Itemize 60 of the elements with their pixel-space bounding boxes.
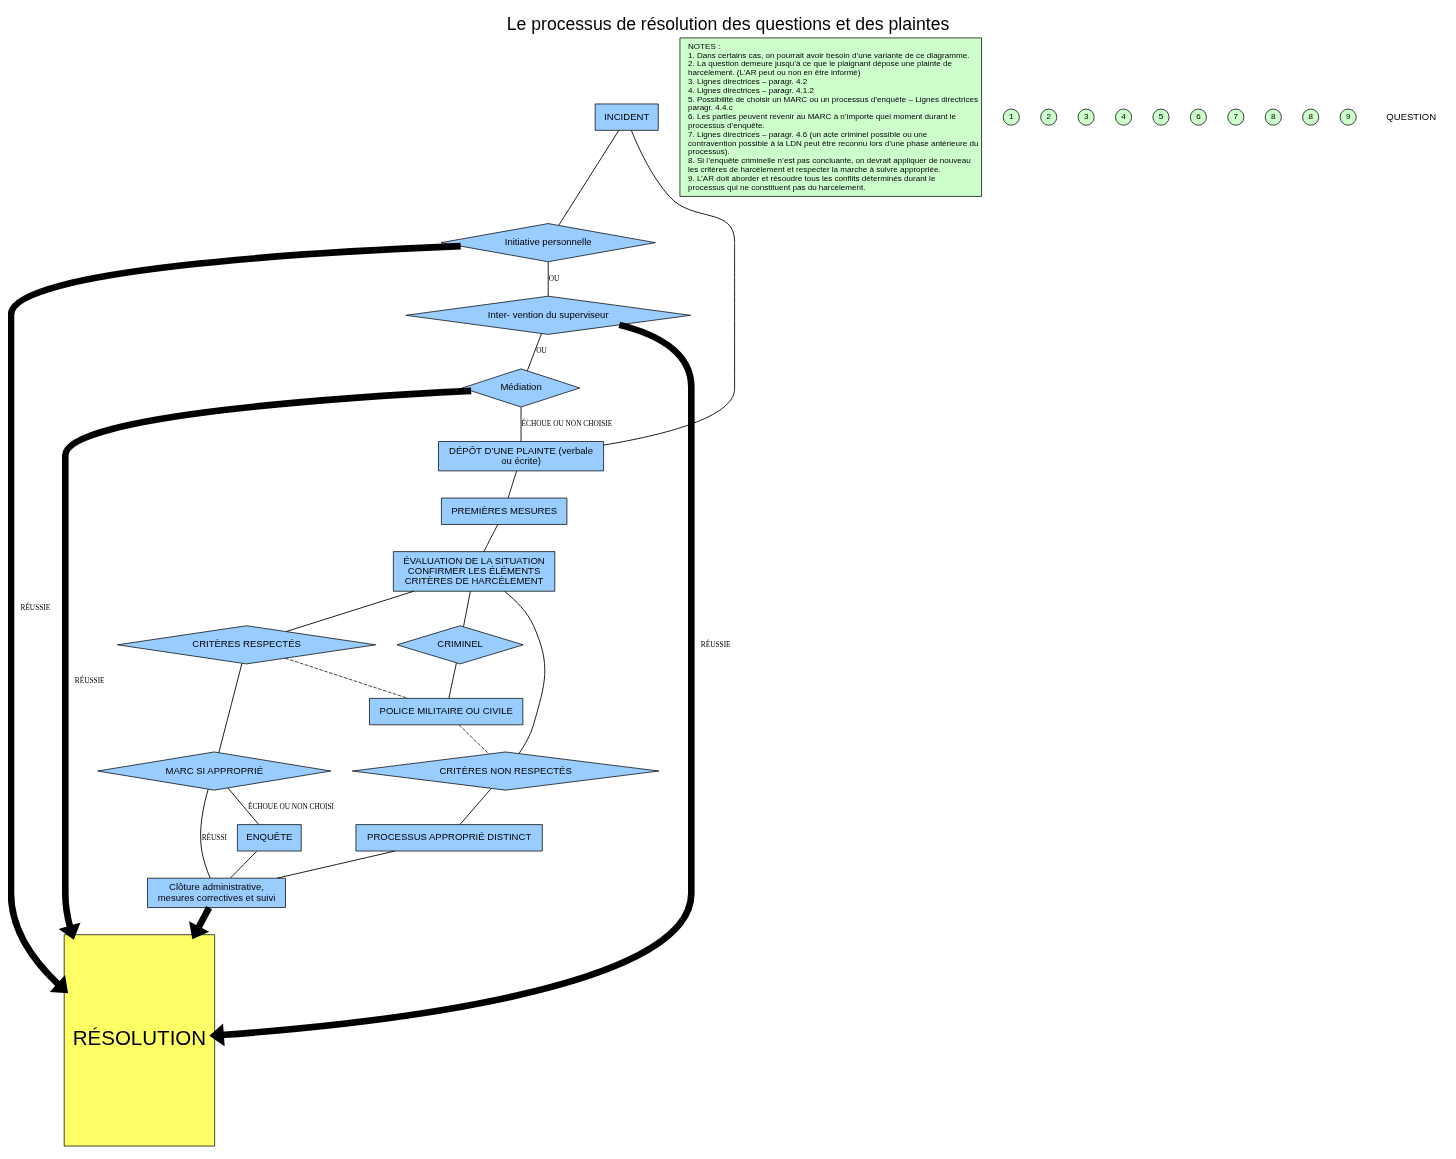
connector <box>276 850 396 879</box>
connector <box>558 130 620 226</box>
node-diamond: CRITÈRES NON RESPECTÉS <box>351 751 660 791</box>
node-circle: 8 <box>1264 108 1282 126</box>
edge-label: RÉUSSIE <box>20 603 51 613</box>
node-circle: 1 <box>1002 108 1020 126</box>
node-box: ÉVALUATION DE LA SITUATION CONFIRMER LES ÉLÉMENTS CRITÈRES DE HARCÈLEMENT <box>393 551 556 592</box>
connector <box>507 470 518 499</box>
connector <box>229 850 258 879</box>
node-circle: 7 <box>1227 108 1245 126</box>
node-circle: 5 <box>1152 108 1170 126</box>
node-box: RÉSOLUTION <box>63 934 215 1147</box>
edge-label: RÉUSSI <box>201 832 227 842</box>
connector <box>504 591 546 754</box>
edge-label: RÉUSSIE <box>74 675 105 685</box>
connector <box>463 590 471 628</box>
node-diamond: CRIMINEL <box>396 625 524 665</box>
edge-label: ÉCHOUE OU NON CHOISIE <box>521 419 613 429</box>
edge-label: OU <box>536 346 547 356</box>
connector <box>526 333 542 372</box>
arrow <box>8 242 461 994</box>
node-diamond: Initiative personnelle <box>440 223 656 263</box>
node-box: NOTES : 1. Dans certains cas, on pourrait avoir besoin d’une variante de ce diagramme. 2. La question demeure jusqu’à ce que le plaignant dépose une plainte de harcèlement. (L’AR peut ou non en être informé) 3. Lignes directrices – paragr. 4.2 4. Lignes directrices – paragr. 4.1.2 5. Possibilité de choisir un MARC ou un processus d’enquête – Lignes directrices paragr. 4.4.c 6. Les parties peuvent revenir au MARC à n’importe quel moment durant le processus d’enquête. 7. Lignes directrices – paragr. 4.6 (un acte criminel possible ou une contravention possible à la LDN peut être reconnu lors d’une phase antérieure du processus). 8. Si l’enquête criminelle n’est pas concluante, on devrait appliquer de nouveau les critères de harcèlement et respecter la marche à suivre appropriée. 9. L’AR doit aborder et résoudre tous les conflits déterminés durant le processus qui ne constituent pas du harcèlement. <box>679 37 982 197</box>
connector <box>448 662 457 699</box>
label: QUESTION <box>1386 110 1437 122</box>
diagram-title: Le processus de résolution des questions et des plaintes <box>506 13 950 34</box>
node-box: ENQUÊTE <box>237 824 302 852</box>
node-circle: 2 <box>1040 108 1058 126</box>
arrow <box>189 906 212 940</box>
node-box: PREMIÈRES MESURES <box>441 497 568 525</box>
node-circle: 9 <box>1339 108 1357 126</box>
arrow <box>58 387 472 940</box>
node-circle: 4 <box>1115 108 1132 126</box>
connector <box>603 130 736 446</box>
connector <box>458 724 490 755</box>
node-box: PROCESSUS APPROPRIÉ DISTINCT <box>355 824 543 852</box>
node-box: DÉPÔT D’UNE PLAINTE (verbale ou écrite) <box>438 441 604 472</box>
node-diamond: Inter- vention du superviseur <box>405 295 691 335</box>
node-diamond: Médiation <box>461 368 581 408</box>
connector <box>200 789 211 879</box>
connector <box>285 590 415 632</box>
connector <box>520 406 522 442</box>
node-diamond: MARC SI APPROPRIÉ <box>97 751 332 791</box>
connector <box>284 657 409 699</box>
arrow <box>209 321 695 1047</box>
connector <box>459 788 492 825</box>
connector <box>547 261 549 297</box>
node-circle: 6 <box>1190 108 1207 126</box>
node-diamond: CRITÈRES RESPECTÉS <box>117 625 377 665</box>
connector <box>483 524 499 552</box>
node-circle: 8 <box>1302 108 1320 126</box>
node-box: POLICE MILITAIRE OU CIVILE <box>369 698 524 726</box>
edge-label: OU <box>548 273 560 283</box>
node-circle: 3 <box>1077 108 1095 126</box>
connector <box>218 663 243 754</box>
connector <box>227 787 260 826</box>
edge-label: ÉCHOUE OU NON CHOISI <box>247 802 335 812</box>
edge-label: RÉUSSIE <box>700 639 731 649</box>
node-box: Clôture administrative, mesures correctives et suivi <box>147 877 286 908</box>
node-box: INCIDENT <box>594 103 659 131</box>
